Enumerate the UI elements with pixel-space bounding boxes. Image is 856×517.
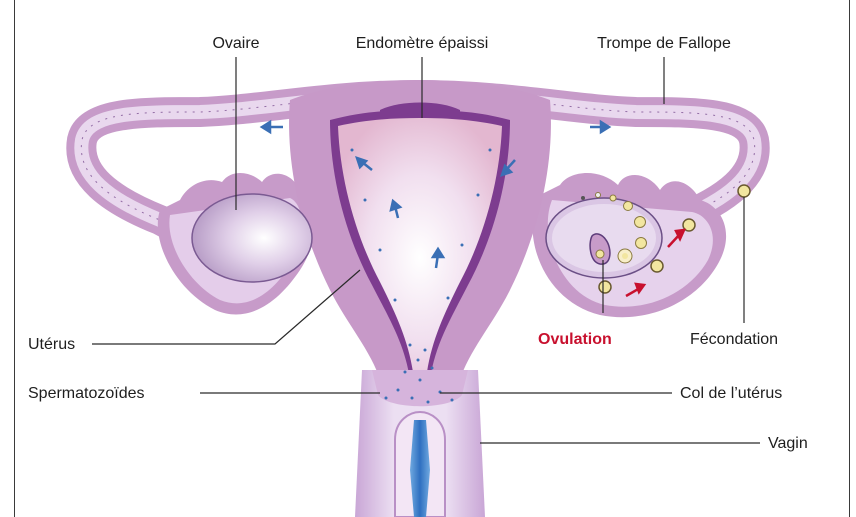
label-vagin: Vagin bbox=[768, 435, 808, 452]
uterus bbox=[289, 80, 551, 400]
label-ovaire: Ovaire bbox=[212, 35, 259, 52]
label-spermatozoides: Spermatozoïdes bbox=[28, 385, 145, 402]
label-fecondation: Fécondation bbox=[690, 331, 778, 348]
label-trompe: Trompe de Fallope bbox=[597, 35, 731, 52]
left-ovary bbox=[192, 194, 312, 282]
label-ovulation: Ovulation bbox=[538, 331, 612, 348]
label-uterus: Utérus bbox=[28, 336, 75, 353]
label-endometre: Endomètre épaissi bbox=[356, 35, 489, 52]
vagina bbox=[355, 370, 485, 517]
label-col: Col de l’utérus bbox=[680, 385, 782, 402]
